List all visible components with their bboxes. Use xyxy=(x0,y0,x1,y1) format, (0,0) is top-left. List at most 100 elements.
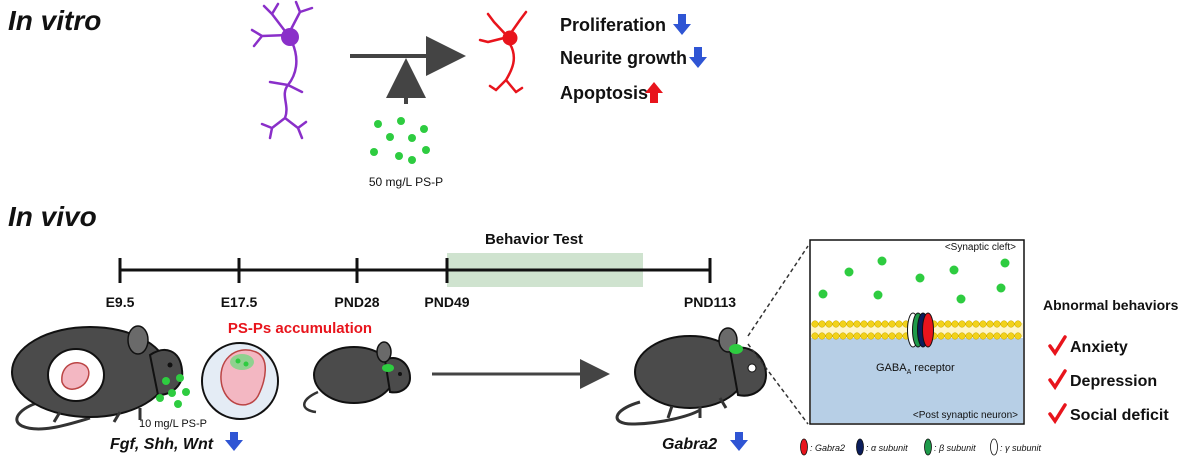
normal-neuron-icon xyxy=(250,0,314,140)
checkmark-icon xyxy=(1048,403,1067,425)
adult-mouse-icon xyxy=(615,327,768,426)
lipid-head xyxy=(811,320,819,328)
behavior-item: Anxiety xyxy=(1070,339,1128,356)
behavior-item: Depression xyxy=(1070,373,1157,390)
lipid-head xyxy=(846,320,854,328)
post-synaptic-label: <Post synaptic neuron> xyxy=(913,410,1018,421)
gaba-particles xyxy=(818,256,1010,304)
ps-p-particles-in-vitro xyxy=(370,117,430,164)
behavior-test-label: Behavior Test xyxy=(485,231,583,248)
down-arrow-icon xyxy=(225,432,243,451)
gaba-a-receptor-icon xyxy=(907,312,934,348)
checkmark-icon xyxy=(1048,369,1067,391)
lipid-head xyxy=(811,332,819,340)
genes-label: Fgf, Shh, Wnt xyxy=(110,436,214,453)
lipid-head xyxy=(853,332,861,340)
lipid-head xyxy=(881,320,889,328)
lipid-head xyxy=(895,332,903,340)
lipid-head xyxy=(972,332,980,340)
lipid-head xyxy=(958,320,966,328)
damaged-neuron-icon xyxy=(478,10,528,94)
abnormal-behaviors-title: Abnormal behaviors xyxy=(1043,297,1179,313)
accumulation-label: PS-Ps accumulation xyxy=(228,320,372,337)
down-arrow-icon xyxy=(689,47,707,68)
up-arrow-icon xyxy=(645,82,663,103)
lipid-head xyxy=(860,332,868,340)
legend-label: : β subunit xyxy=(934,443,976,453)
juvenile-mouse-icon xyxy=(303,341,412,414)
lipid-head xyxy=(979,320,987,328)
in-vitro-heading: In vitro xyxy=(8,5,101,36)
lipid-head xyxy=(937,332,945,340)
lipid-head xyxy=(1014,320,1022,328)
lipid-head xyxy=(979,332,987,340)
lipid-head xyxy=(832,332,840,340)
lipid-head xyxy=(1000,332,1008,340)
lipid-head xyxy=(881,332,889,340)
in-vitro-effects: Proliferation Neurite growth Apoptosis xyxy=(560,14,707,103)
lipid-head xyxy=(986,332,994,340)
synapse-panel: <Synaptic cleft> GABAA receptor <Post sy… xyxy=(809,239,1025,425)
subunit-legend: : Gabra2 : α subunit : β subunit : γ sub… xyxy=(800,438,1042,456)
legend-label: : γ subunit xyxy=(1000,443,1042,453)
lipid-head xyxy=(951,332,959,340)
lipid-head xyxy=(818,320,826,328)
in-vitro-dose-label: 50 mg/L PS-P xyxy=(369,175,443,189)
lipid-head xyxy=(825,332,833,340)
lipid-head xyxy=(944,332,952,340)
lipid-head xyxy=(874,320,882,328)
lipid-head xyxy=(839,320,847,328)
lipid-head xyxy=(951,320,959,328)
lipid-head xyxy=(832,320,840,328)
lipid-head xyxy=(965,332,973,340)
lipid-head xyxy=(860,320,868,328)
abnormal-behaviors-list: Anxiety Depression Social deficit xyxy=(1048,335,1169,425)
timepoint-label: E9.5 xyxy=(106,294,135,310)
lipid-head xyxy=(1007,332,1015,340)
lipid-head xyxy=(986,320,994,328)
legend-label: : α subunit xyxy=(866,443,908,453)
lipid-head xyxy=(818,332,826,340)
down-arrow-icon xyxy=(673,14,691,35)
timepoint-label: PND28 xyxy=(334,294,379,310)
gabra2-gene-label: Gabra2 xyxy=(662,436,717,453)
lipid-head xyxy=(846,332,854,340)
gabra2-legend-icon xyxy=(800,438,808,456)
lipid-head xyxy=(958,332,966,340)
timepoint-label: PND49 xyxy=(424,294,469,310)
lipid-head xyxy=(937,320,945,328)
pregnant-mouse-icon xyxy=(11,325,184,431)
lipid-head xyxy=(972,320,980,328)
beta-subunit-legend-icon xyxy=(924,438,932,456)
lipid-head xyxy=(993,320,1001,328)
lipid-head xyxy=(1014,332,1022,340)
lipid-head xyxy=(853,320,861,328)
legend-label: : Gabra2 xyxy=(810,443,845,453)
ps-p-particles-in-vivo xyxy=(156,374,190,408)
lipid-head xyxy=(888,320,896,328)
effect-label-apoptosis: Apoptosis xyxy=(560,83,648,103)
gamma-subunit-legend-icon xyxy=(990,438,998,456)
pup-icon xyxy=(201,342,279,420)
lipid-head xyxy=(839,332,847,340)
receptor-label: GABAA receptor xyxy=(876,362,955,376)
effect-label-proliferation: Proliferation xyxy=(560,15,666,35)
timeline-labels: E9.5 E17.5 PND28 PND49 PND113 xyxy=(106,294,737,310)
in-vivo-dose-label: 10 mg/L PS-P xyxy=(139,418,207,430)
down-arrow-icon xyxy=(730,432,748,451)
alpha-subunit-legend-icon xyxy=(856,438,864,456)
lipid-head xyxy=(867,332,875,340)
lipid-head xyxy=(1000,320,1008,328)
lipid-head xyxy=(993,332,1001,340)
timepoint-label: PND113 xyxy=(684,294,736,310)
in-vivo-heading: In vivo xyxy=(8,201,97,232)
lipid-head xyxy=(867,320,875,328)
timeline xyxy=(118,258,712,283)
effect-label-neurite-growth: Neurite growth xyxy=(560,48,687,68)
lipid-head xyxy=(965,320,973,328)
lipid-head xyxy=(895,320,903,328)
lipid-head xyxy=(825,320,833,328)
synaptic-cleft-label: <Synaptic cleft> xyxy=(945,242,1016,253)
lipid-head xyxy=(1007,320,1015,328)
